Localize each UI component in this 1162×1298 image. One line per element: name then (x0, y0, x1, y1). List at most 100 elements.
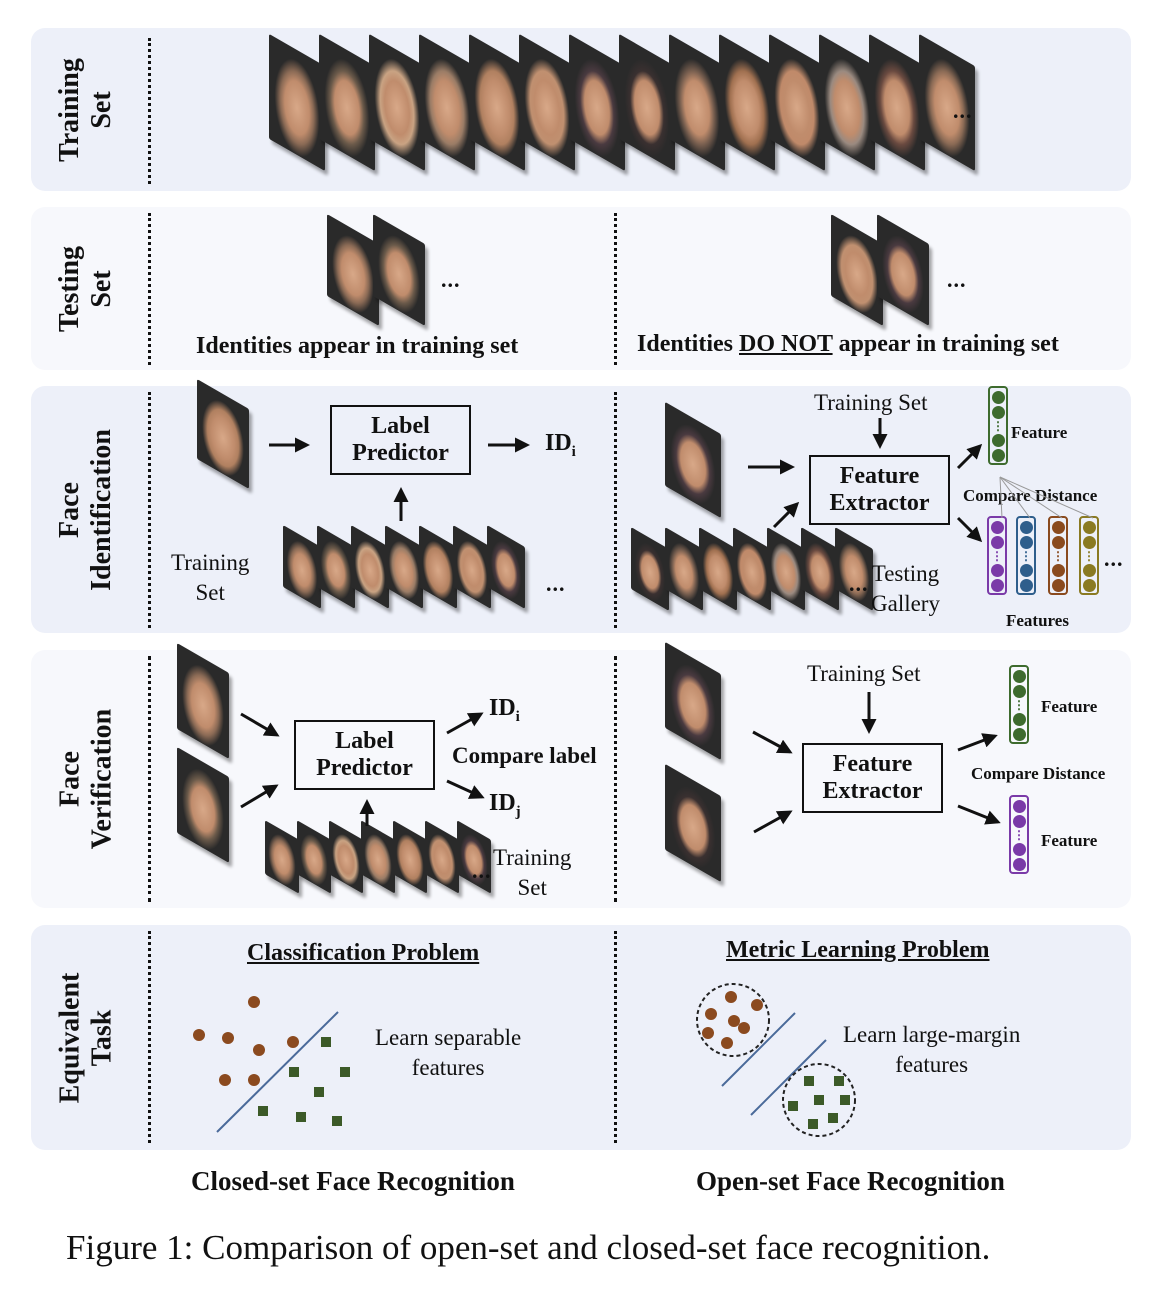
arrow (446, 712, 484, 735)
closed-testing-caption: Identities appear in training set (196, 333, 519, 359)
feature-node (1019, 579, 1033, 592)
feature-node (1012, 800, 1026, 813)
compare-line (999, 476, 1031, 519)
class-b-point (296, 1112, 306, 1122)
feature-extractor-box: Feature Extractor (809, 455, 950, 525)
arrow (956, 443, 983, 470)
feature-node (1012, 713, 1026, 726)
divider-dotted (148, 38, 151, 184)
cluster-boundary (782, 1063, 856, 1137)
arrow (957, 804, 1001, 825)
feature-node (1082, 521, 1096, 534)
feature-vector: ⋮ (1009, 665, 1029, 744)
row-face-verification: Face Verification Label Predictor IDi Co… (31, 641, 1131, 908)
class-a-point (751, 999, 763, 1011)
metric-learning-desc: Learn large-margin features (843, 1022, 1021, 1077)
class-b-point (814, 1095, 824, 1105)
class-b-point (788, 1101, 798, 1111)
feature-vector: ⋮ (1079, 516, 1099, 595)
label-predictor-box: Label Predictor (330, 405, 471, 475)
class-a-point (728, 1015, 740, 1027)
testing-gallery-label: Testing Gallery (871, 561, 940, 616)
divider-dotted-center (614, 656, 617, 902)
feature-node (991, 434, 1005, 447)
feature-extractor-box: Feature Extractor (802, 743, 943, 813)
row-testing-set: Testing Set ... ... Identities appear in… (31, 207, 1131, 370)
class-b-point (834, 1076, 844, 1086)
arrow (772, 501, 800, 529)
divider-dotted-center (614, 213, 617, 365)
feature-node (991, 449, 1005, 462)
ellipsis: ... (546, 571, 566, 596)
feature-node (1082, 536, 1096, 549)
figure-caption: Figure 1: Comparison of open-set and clo… (66, 1228, 991, 1267)
divider-dotted-center (614, 392, 617, 628)
feature-node (1051, 536, 1065, 549)
ellipsis-vertical: ⋮ (1083, 549, 1095, 563)
feature-node (1019, 521, 1033, 534)
feature-vector: ⋮ (1048, 516, 1068, 595)
feature-node (1012, 843, 1026, 856)
feature-node (990, 579, 1004, 592)
ellipsis-vertical: ⋮ (1052, 549, 1064, 563)
class-a-point (287, 1036, 299, 1048)
arrow (956, 516, 983, 543)
output-id-i: IDi (489, 695, 520, 725)
ellipsis: ... (472, 858, 492, 883)
feature-label: Feature (1011, 423, 1068, 442)
feature-label-1: Feature (1041, 697, 1098, 716)
open-training-set-label: Training Set (814, 390, 928, 415)
feature-node (1082, 579, 1096, 592)
class-a-point (721, 1037, 733, 1049)
compare-label: Compare label (452, 743, 597, 768)
compare-line (999, 476, 1003, 519)
compare-distance-label: Compare Distance (971, 764, 1106, 783)
feature-vector: ⋮ (1016, 516, 1036, 595)
column-title-closed: Closed-set Face Recognition (191, 1166, 515, 1196)
features-label: Features (1006, 611, 1069, 630)
class-a-point (248, 996, 260, 1008)
ellipsis-vertical: ⋮ (992, 419, 1004, 433)
ellipsis: ... (1104, 546, 1124, 571)
class-a-point (738, 1022, 750, 1034)
class-b-point (314, 1087, 324, 1097)
class-b-point (289, 1067, 299, 1077)
metric-learning-title: Metric Learning Problem (726, 937, 990, 963)
class-a-point (725, 991, 737, 1003)
feature-vector: ⋮ (988, 386, 1008, 465)
row-equivalent-task: Equivalent Task Classification Problem L… (31, 925, 1131, 1150)
arrow (446, 779, 485, 799)
feature-node (1051, 579, 1065, 592)
divider-dotted (148, 656, 151, 902)
feature-node (1019, 564, 1033, 577)
decision-boundary (750, 1039, 827, 1116)
class-a-point (702, 1027, 714, 1039)
arrow (753, 810, 793, 834)
cluster-boundary (696, 983, 770, 1057)
column-title-open: Open-set Face Recognition (696, 1166, 1005, 1196)
feature-node (991, 391, 1005, 404)
ellipsis-vertical: ⋮ (1013, 698, 1025, 712)
classification-desc: Learn separable features (375, 1025, 522, 1080)
feature-node (1051, 564, 1065, 577)
class-a-point (222, 1032, 234, 1044)
compare-distance-label: Compare Distance (963, 486, 1098, 505)
ellipsis: ... (947, 267, 967, 292)
class-b-point (828, 1113, 838, 1123)
open-testing-caption: Identities DO NOT appear in training set (637, 331, 1059, 357)
output-id-i: IDi (545, 430, 576, 460)
feature-vector: ⋮ (1009, 795, 1029, 874)
class-b-point (258, 1106, 268, 1116)
divider-dotted (148, 931, 151, 1143)
class-a-point (253, 1044, 265, 1056)
class-a-point (248, 1074, 260, 1086)
feature-vector: ⋮ (987, 516, 1007, 595)
class-b-point (808, 1119, 818, 1129)
compare-line (999, 476, 1063, 519)
feature-node (991, 406, 1005, 419)
output-id-j: IDj (489, 790, 521, 820)
feature-node (1012, 685, 1026, 698)
decision-boundary (216, 1011, 339, 1133)
classification-title: Classification Problem (247, 940, 480, 966)
